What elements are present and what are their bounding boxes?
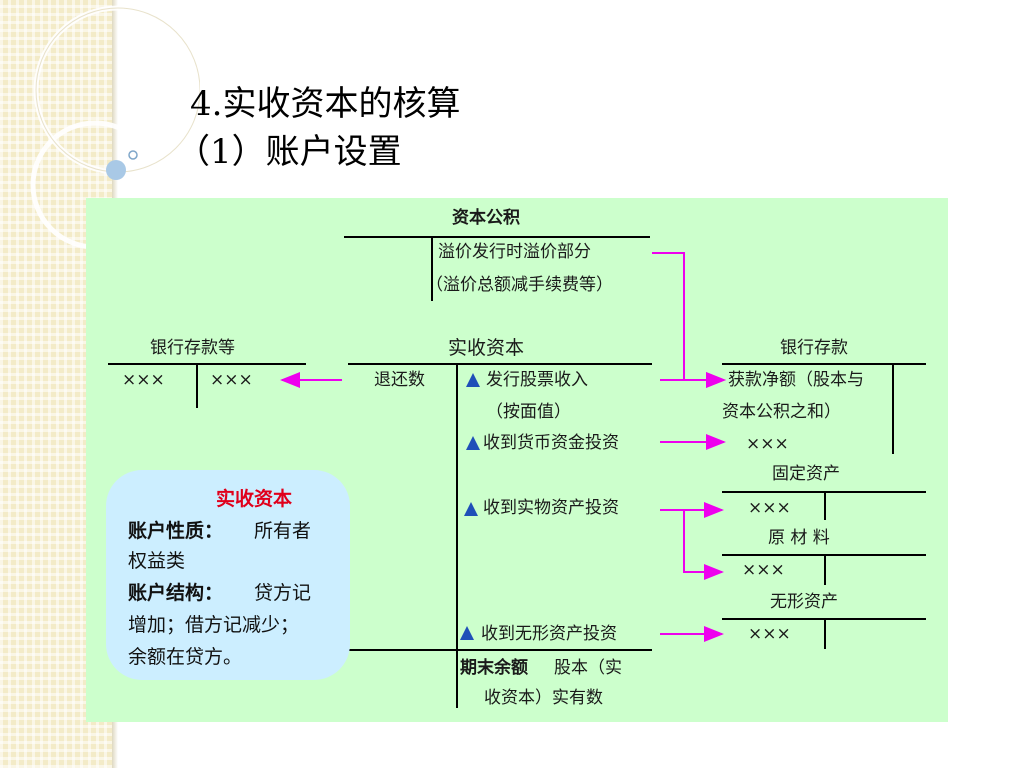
paid-in-capital-credit-physical: 收到实物资产投资 [483, 498, 619, 518]
triangle-bullet-icon [466, 436, 480, 450]
note-nature-value-2: 权益类 [128, 550, 186, 572]
note-nature-value-1: 所有者 [254, 520, 312, 542]
page-subtitle: （1）账户设置 [176, 132, 402, 172]
capital-reserve-vline [431, 237, 433, 301]
raw-materials-debit: ××× [742, 560, 785, 580]
decorative-dot-icon [106, 160, 126, 180]
note-title: 实收资本 [216, 488, 293, 510]
bank-debit-line-2: 资本公积之和） [722, 402, 841, 422]
paid-in-capital-ending-label: 期末余额 [460, 658, 528, 678]
bank-etc-credit: ××× [210, 370, 253, 390]
arrow-reserve-to-bank [652, 252, 726, 388]
paid-in-capital-debit-refund: 退还数 [374, 370, 425, 390]
fixed-assets-debit: ××× [748, 498, 791, 518]
bank-etc-debit: ××× [122, 370, 165, 390]
triangle-bullet-icon [466, 373, 480, 387]
paid-in-capital-vline [456, 364, 458, 708]
note-structure-line-2: 增加；借方记减少； [128, 614, 300, 636]
capital-reserve-credit-line-2: （溢价总额减手续费等） [426, 275, 613, 295]
capital-reserve-hline [344, 236, 650, 238]
fixed-assets-vline [824, 492, 826, 520]
page-title: 4.实收资本的核算 [190, 84, 461, 124]
note-structure-label: 账户结构： [128, 582, 224, 604]
capital-reserve-credit-line-1: 溢价发行时溢价部分 [438, 242, 591, 262]
bank-debit-line-1: 获款净额（股本与 [728, 370, 864, 390]
paid-in-capital-credit-intangible: 收到无形资产投资 [481, 624, 617, 644]
bank-etc-title: 银行存款等 [150, 338, 235, 358]
intangible-assets-title: 无形资产 [770, 592, 838, 612]
paid-in-capital-title: 实收资本 [448, 337, 525, 359]
note-structure-line-3: 余额在贷方。 [128, 646, 243, 668]
paid-in-capital-ending-line-1: 股本（实 [554, 658, 622, 678]
arrow-physical-to-raw-materials [683, 510, 724, 580]
note-bubble: 实收资本 账户性质： 所有者 权益类 账户结构： 贷方记 增加；借方记减少； 余… [106, 470, 350, 680]
bank-hline [722, 363, 926, 365]
decorative-small-ring-icon [128, 150, 138, 160]
note-structure-line-1: 贷方记 [254, 582, 312, 604]
note-nature-label: 账户性质： [128, 520, 224, 542]
intangible-assets-debit: ××× [748, 624, 791, 644]
bank-vline [892, 364, 894, 454]
triangle-bullet-icon [460, 626, 474, 640]
bank-etc-hline [108, 363, 306, 365]
capital-reserve-title: 资本公积 [452, 208, 520, 228]
raw-materials-vline [824, 555, 826, 585]
bank-title: 银行存款 [780, 338, 848, 358]
paid-in-capital-credit-monetary: 收到货币资金投资 [483, 433, 619, 453]
paid-in-capital-ending-line-2: 收资本）实有数 [484, 688, 603, 708]
triangle-bullet-icon [464, 502, 478, 516]
paid-in-capital-ending-hline [348, 649, 652, 651]
raw-materials-title: 原 材 料 [768, 528, 830, 548]
fixed-assets-title: 固定资产 [772, 464, 840, 484]
paid-in-capital-credit-issue: 发行股票收入 [486, 370, 588, 390]
account-diagram: 资本公积 溢价发行时溢价部分 （溢价总额减手续费等） 银行存款等 ××× ×××… [86, 198, 948, 722]
bank-etc-vline [196, 364, 198, 408]
bank-debit-line-3: ××× [746, 434, 789, 454]
intangible-assets-vline [824, 619, 826, 649]
paid-in-capital-credit-issue-note: （按面值） [486, 402, 571, 422]
paid-in-capital-hline [348, 363, 652, 365]
